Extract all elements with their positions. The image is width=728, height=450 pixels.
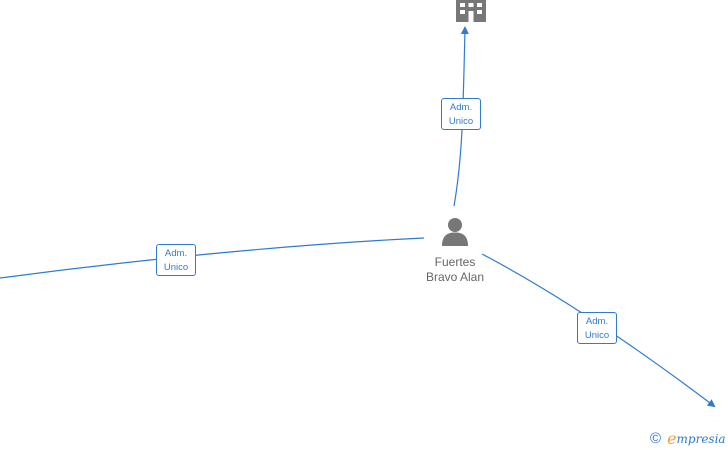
brand-logo[interactable]: © e mpresia (650, 429, 726, 448)
person-name-line2: Bravo Alan (425, 270, 485, 284)
brand-e-mark: e (667, 429, 677, 448)
edge-label-left[interactable]: Adm. Unico (156, 244, 196, 276)
person-name: Fuertes Bravo Alan (418, 255, 492, 285)
edge-line-left (0, 237, 425, 279)
building-icon[interactable] (456, 0, 486, 22)
copyright-symbol: © (650, 430, 662, 447)
person-name-line1: Fuertes (434, 255, 476, 269)
edge-label-left-line2: Unico (163, 262, 189, 273)
edge-label-top[interactable]: Adm. Unico (441, 98, 481, 130)
edge-line-top (453, 26, 469, 207)
edge-label-bottom-right[interactable]: Adm. Unico (577, 312, 617, 344)
edge-label-top-line2: Unico (448, 116, 474, 127)
edge-label-bottom-right-line2: Unico (584, 330, 610, 341)
person-icon (442, 218, 468, 246)
edge-label-top-line1: Adm. (449, 102, 473, 113)
edge-label-left-line1: Adm. (164, 248, 188, 259)
edge-label-bottom-right-line1: Adm. (585, 316, 609, 327)
person-node[interactable]: Fuertes Bravo Alan (418, 216, 492, 285)
brand-wordmark: mpresia (676, 431, 726, 446)
